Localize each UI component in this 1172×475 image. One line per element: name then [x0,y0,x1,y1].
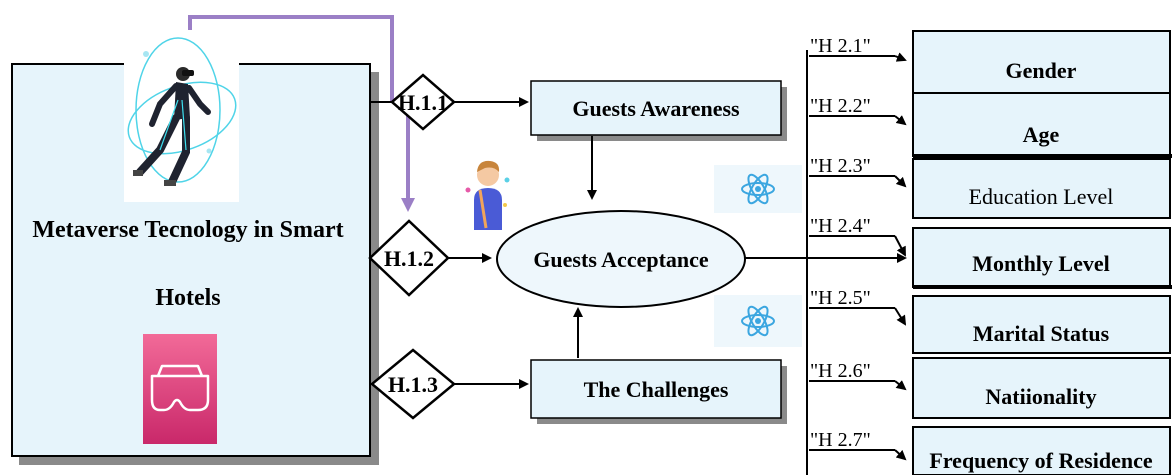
variable-box-1 [912,30,1171,94]
atom-icon [714,295,802,347]
h2-arrow-7 [894,449,907,461]
h2-label-6: "H 2.6" [810,360,871,382]
h2-arrow-4 [894,235,906,257]
variable-label-7: Frequency of Residence [929,448,1152,473]
guests-acceptance-label: Guests Acceptance [533,247,709,272]
h2-label-1: "H 2.1" [810,35,871,57]
variable-label-1: Gender [1006,58,1077,83]
h2-label-3: "H 2.3" [810,155,871,177]
h12-label: H.1.2 [384,246,434,271]
guests-awareness-label: Guests Awareness [572,96,740,121]
h13-label: H.1.3 [388,372,438,397]
h2-label-5: "H 2.5" [810,287,871,309]
variable-label-4: Monthly Level [972,251,1110,276]
purple-arrowhead [401,198,415,212]
variable-box-3 [912,158,1171,219]
h2-arrow-1 [894,52,907,62]
h2-arrow-2 [894,115,907,126]
h2-label-7: "H 2.7" [810,429,871,451]
variable-box-4 [912,227,1171,288]
vr-headset-icon [143,334,217,444]
main-box-title-line1: Metaverse Tecnology in Smart [32,217,343,243]
atom-icon [714,165,802,213]
person-avatar-icon [463,157,511,230]
variable-label-5: Marital Status [973,321,1110,346]
variable-box-2 [912,92,1171,157]
vr-runner-illustration [124,30,239,202]
h2-label-2: "H 2.2" [810,95,871,117]
h2-arrow-3 [894,175,907,188]
h2-label-4: "H 2.4" [810,215,871,237]
h11-label: H.1.1 [398,90,448,115]
h2-arrow-6 [894,380,907,391]
variable-box-5 [912,295,1171,354]
variable-label-6: Natiionality [985,384,1096,409]
main-box-title-line2: Hotels [155,285,220,311]
variable-box-6 [912,357,1171,419]
the-challenges-label: The Challenges [584,377,729,402]
guests-awareness-box [530,80,782,136]
variable-box-7 [912,426,1171,475]
variable-label-2: Age [1023,122,1060,147]
the-challenges-box [530,359,782,419]
variable-label-3: Education Level [969,184,1114,209]
h2-variables-group: "H 2.1" Gender "H 2.2" Age "H 2.3" Education … [809,30,1172,475]
h2-arrow-5 [894,307,907,326]
